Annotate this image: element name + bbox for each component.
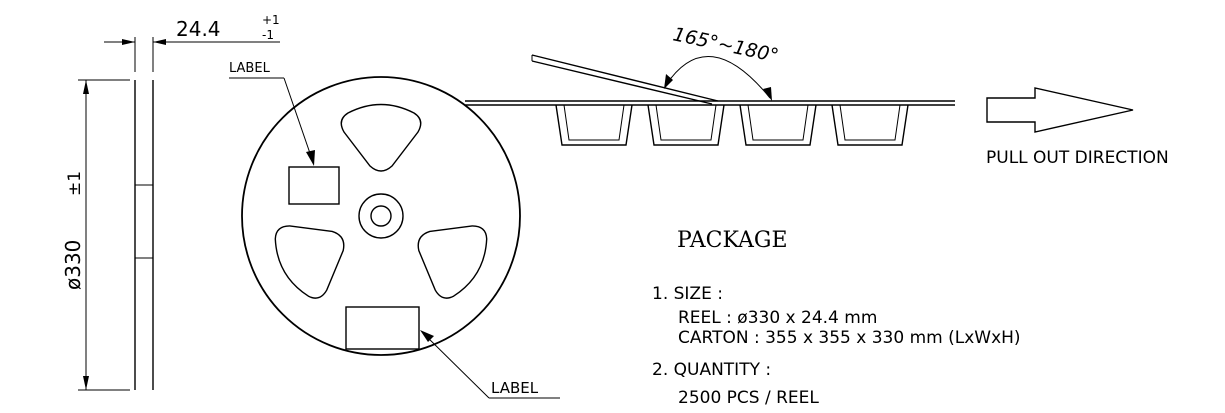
carrier-tape: 165°~180°	[465, 23, 955, 146]
reel-window-right	[417, 225, 488, 299]
reel-side-view: 24.4 +1 -1 ø330 ±1	[61, 13, 280, 391]
reel-hub-outer	[358, 193, 404, 239]
reel-window-left	[274, 225, 345, 299]
tape-pocket-2	[647, 104, 725, 146]
pull-out-arrow: PULL OUT DIRECTION	[986, 87, 1169, 168]
top-label-rect	[288, 166, 340, 205]
width-tol-minus: -1	[262, 28, 274, 42]
reel-front-view: LABEL LABEL	[229, 61, 560, 399]
tape-pocket-3	[739, 104, 817, 146]
bottom-label-rect	[345, 306, 420, 350]
tape-pocket-1	[555, 104, 633, 146]
quantity-heading: 2. QUANTITY :	[652, 360, 771, 380]
diameter-arrow-top	[83, 80, 89, 94]
bottom-label-text: LABEL	[491, 379, 539, 397]
reel-size: REEL : ø330 x 24.4 mm	[678, 308, 877, 328]
width-arrow-right	[153, 39, 166, 45]
width-tol-plus: +1	[262, 13, 280, 27]
diameter-tol: ±1	[65, 171, 85, 196]
package-notes: PACKAGE 1. SIZE : REEL : ø330 x 24.4 mm …	[652, 228, 1021, 408]
top-label-text: LABEL	[229, 61, 271, 76]
width-arrow-left	[122, 39, 135, 45]
package-title: PACKAGE	[677, 228, 788, 253]
reel-window-top	[340, 103, 422, 172]
peel-angle-arc	[665, 55, 771, 99]
bottom-label-leader	[422, 332, 490, 399]
quantity-value: 2500 PCS / REEL	[678, 388, 819, 408]
width-dim-value: 24.4	[176, 17, 221, 41]
diameter-dim-value: ø330	[61, 240, 85, 290]
diameter-arrow-bottom	[83, 376, 89, 390]
reel-outer-circle	[241, 76, 521, 356]
tape-pocket-4	[831, 104, 909, 146]
cover-tape-upper	[531, 54, 719, 102]
top-label-arrow	[306, 150, 315, 166]
pull-out-label: PULL OUT DIRECTION	[986, 148, 1169, 168]
size-heading: 1. SIZE :	[652, 284, 723, 304]
peel-angle-arrow-right	[763, 87, 772, 101]
reel-hub-inner	[370, 205, 392, 227]
bottom-label-arrow	[420, 330, 434, 342]
cover-tape-lower	[531, 60, 713, 105]
carton-size: CARTON : 355 x 355 x 330 mm (LxWxH)	[678, 328, 1021, 348]
pull-arrow-icon	[986, 87, 1134, 133]
peel-angle-arrow-left	[664, 74, 673, 89]
top-label-leader	[283, 77, 314, 163]
